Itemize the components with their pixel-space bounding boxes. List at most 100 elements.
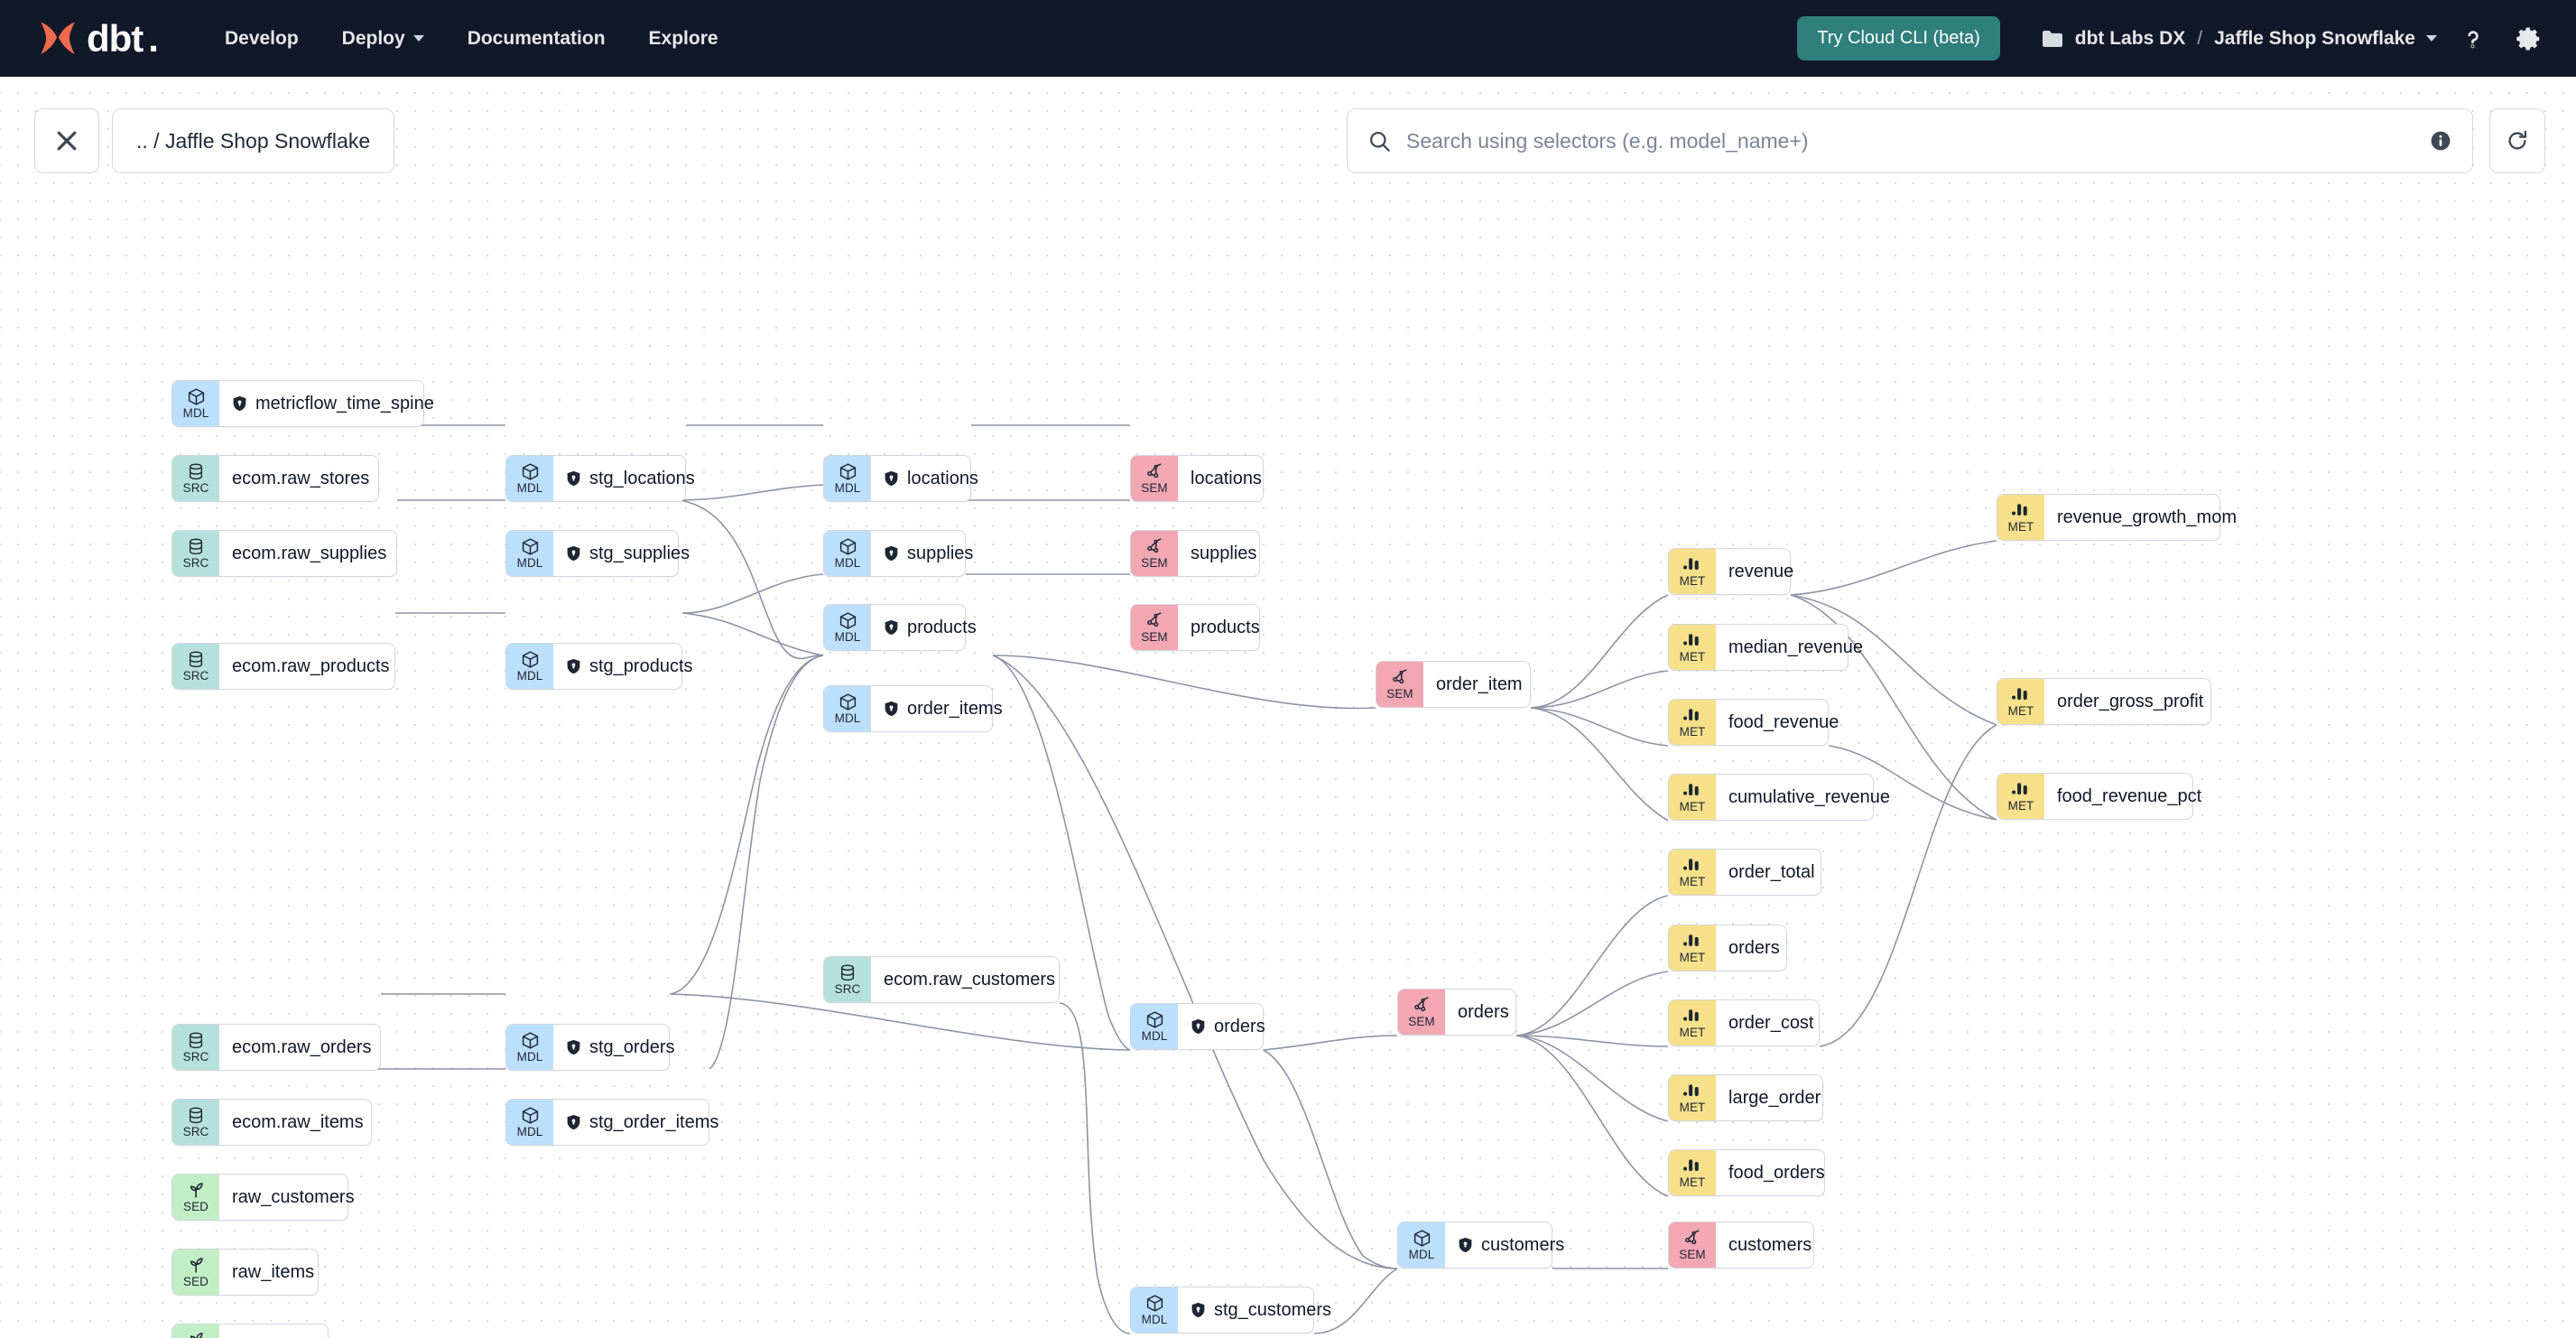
node-type-badge-mdl: MDL <box>824 686 871 731</box>
node-label: customers <box>1481 1235 1565 1255</box>
breadcrumb-account[interactable]: dbt Labs DX <box>2074 27 2186 49</box>
node-label: stg_supplies <box>589 544 690 563</box>
node-type-badge-sed: SED <box>172 1175 219 1220</box>
cube-icon <box>1145 1011 1164 1029</box>
nav-item-deploy[interactable]: Deploy <box>320 19 446 59</box>
search-bar[interactable] <box>1347 108 2473 173</box>
node-body: supplies <box>1178 531 1271 576</box>
node-label: order_total <box>1728 862 1815 882</box>
node-type-badge-mdl: MDL <box>172 381 219 426</box>
nav-right-cluster: Try Cloud CLI (beta) dbt Labs DX / Jaffl… <box>1797 16 2549 60</box>
node-body: locations <box>871 456 993 501</box>
dbt-logo[interactable]: dbt . <box>34 15 159 62</box>
help-button[interactable] <box>2453 19 2493 59</box>
node-type-label: MDL <box>516 555 543 570</box>
seedling-icon <box>187 1182 206 1200</box>
node-type-label: MDL <box>834 555 861 570</box>
breadcrumb-pill-label: .. / Jaffle Shop Snowflake <box>136 128 371 153</box>
shield-icon <box>566 658 581 674</box>
node-body: revenue_growth_mom <box>2044 495 2251 540</box>
node-label: ecom.raw_customers <box>884 970 1056 990</box>
nav-item-documentation[interactable]: Documentation <box>446 19 627 59</box>
nav-item-develop-label: Develop <box>224 27 299 49</box>
node-type-badge-src: SRC <box>172 1025 219 1070</box>
node-body: food_revenue <box>1716 700 1853 745</box>
node-body: ecom.raw_supplies <box>219 531 401 576</box>
node-type-label: SRC <box>182 1124 209 1138</box>
bars-icon <box>1682 632 1702 650</box>
node-label: order_gross_profit <box>2057 692 2204 711</box>
settings-button[interactable] <box>2509 19 2549 59</box>
semantic-icon <box>1413 997 1432 1015</box>
node-label: ecom.raw_orders <box>232 1037 372 1057</box>
node-type-label: MDL <box>834 629 861 644</box>
database-icon <box>187 463 205 481</box>
node-type-label: MET <box>1679 1175 1706 1189</box>
node-type-label: MET <box>1679 950 1706 964</box>
node-body: order_total <box>1716 850 1830 895</box>
node-type-badge-src: SRC <box>172 1100 219 1145</box>
database-icon <box>839 964 857 982</box>
breadcrumb-project[interactable]: Jaffle Shop Snowflake <box>2214 28 2437 50</box>
try-cloud-cli-button[interactable]: Try Cloud CLI (beta) <box>1797 16 2000 60</box>
node-type-label: MDL <box>834 480 861 495</box>
node-type-badge-met: MET <box>1997 679 2044 724</box>
breadcrumb-pill[interactable]: .. / Jaffle Shop Snowflake <box>112 108 395 173</box>
brand-wordmark: dbt <box>87 16 144 60</box>
nav-item-develop[interactable]: Develop <box>203 19 320 59</box>
search-input[interactable] <box>1406 128 2429 153</box>
search-info-button[interactable] <box>2429 129 2452 153</box>
lineage-node-met_order_gross_profit[interactable]: MET order_gross_profit <box>1997 678 2211 725</box>
lineage-node-src_orders[interactable]: SRC ecom.raw_orders <box>171 1024 381 1071</box>
node-body: orders <box>1716 925 1794 971</box>
lineage-node-stg_supplies[interactable]: MDL stg_supplies <box>505 530 690 577</box>
shield-icon <box>566 470 581 487</box>
refresh-button[interactable] <box>2489 108 2545 173</box>
node-type-badge-src: SRC <box>172 531 219 576</box>
close-lineage-button[interactable] <box>34 108 99 173</box>
node-label: ecom.raw_products <box>232 656 390 676</box>
semantic-icon <box>1683 1230 1702 1248</box>
node-type-badge-mdl: MDL <box>824 456 871 501</box>
nav-item-explore[interactable]: Explore <box>627 19 740 59</box>
node-type-badge-met: MET <box>1669 1075 1716 1120</box>
